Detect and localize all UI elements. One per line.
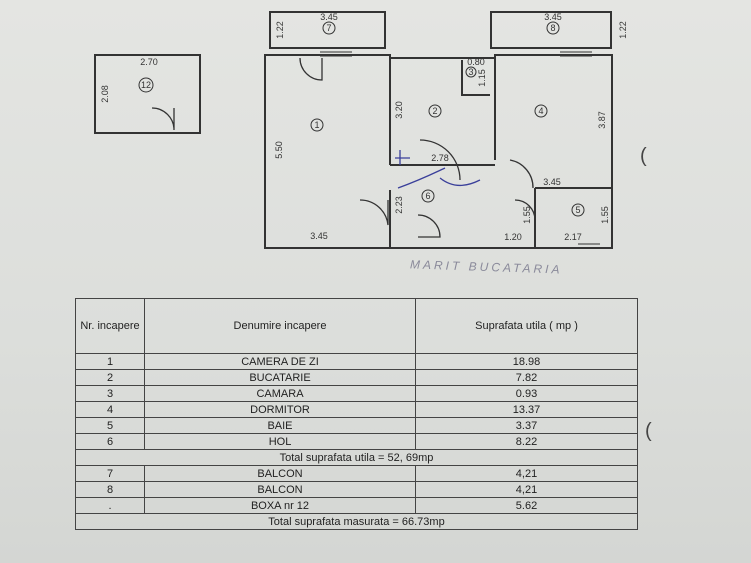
margin-mark: (	[640, 145, 647, 167]
dim-balcony8-height: 1.22	[618, 21, 628, 39]
cell-name: BAIE	[144, 417, 416, 434]
room-number-5: 5	[575, 205, 580, 215]
dim-room4-height: 3.87	[597, 111, 607, 129]
cell-name: CAMARA	[144, 385, 416, 402]
cell-area: 4,21	[415, 465, 638, 482]
margin-mark: (	[645, 420, 652, 442]
cell-nr: 7	[75, 465, 145, 482]
cell-name: BOXA nr 12	[144, 497, 416, 514]
header-area: Suprafata utila ( mp )	[415, 298, 638, 354]
total-measured: Total suprafata masurata = 66.73mp	[75, 513, 638, 530]
blue-scribble-2	[439, 177, 481, 187]
header-name: Denumire incapere	[144, 298, 416, 354]
door-kitchen	[419, 139, 461, 181]
cell-name: CAMERA DE ZI	[144, 353, 416, 370]
box-12-outline	[94, 54, 201, 134]
cell-area: 13.37	[415, 401, 638, 418]
table-header-row: Nr. incapere Denumire incapere Suprafata…	[75, 298, 638, 354]
cell-area: 8.22	[415, 433, 638, 450]
dim-room5-height-right: 1.55	[600, 206, 610, 224]
dim-balcony7-width: 3.45	[320, 12, 338, 22]
dim-hall-height: 2.23	[394, 196, 404, 214]
cell-nr: 2	[75, 369, 145, 386]
balcony-8-outline	[490, 11, 612, 49]
apartment-outline	[264, 54, 613, 249]
cell-nr: 5	[75, 417, 145, 434]
cell-name: DORMITOR	[144, 401, 416, 418]
cell-area: 3.37	[415, 417, 638, 434]
cell-area: 5.62	[415, 497, 638, 514]
dim-room3-height: 1.15	[477, 69, 487, 87]
header-nr: Nr. incapere	[75, 298, 145, 354]
cell-nr: 1	[75, 353, 145, 370]
cell-name: HOL	[144, 433, 416, 450]
room-number-3: 3	[468, 67, 473, 77]
dim-box12-width: 2.70	[140, 57, 158, 67]
room-number-4: 4	[538, 106, 543, 116]
blue-scribble-3	[395, 150, 410, 165]
cell-nr: .	[75, 497, 145, 514]
blue-scribble-1	[397, 167, 446, 189]
dim-balcony8-width: 3.45	[544, 12, 562, 22]
room-number-8: 8	[550, 23, 555, 33]
dim-hall-width: 1.20	[504, 232, 522, 242]
door-bath	[514, 199, 536, 221]
cell-nr: 4	[75, 401, 145, 418]
cell-name: BALCON	[144, 465, 416, 482]
cell-nr: 3	[75, 385, 145, 402]
dim-balcony7-height: 1.22	[275, 21, 285, 39]
total-useful: Total suprafata utila = 52, 69mp	[75, 449, 638, 466]
door-room1	[299, 57, 323, 81]
dim-room5-width-bottom: 2.17	[564, 232, 582, 242]
cell-area: 18.98	[415, 353, 638, 370]
door-hall-room1	[359, 199, 389, 226]
dim-room2-height: 3.20	[394, 101, 404, 119]
floor-plan: 1 2 3 4 5 6 7 8 12 3.45 5.50 3.45 1.22 3…	[94, 11, 628, 249]
dim-room2-width: 2.78	[431, 153, 449, 163]
dim-room5-width: 3.45	[543, 177, 561, 187]
cell-area: 0.93	[415, 385, 638, 402]
area-table: Nr. incapere Denumire incapere Suprafata…	[75, 298, 638, 530]
room-number-7: 7	[326, 23, 331, 33]
cell-name: BALCON	[144, 481, 416, 498]
room-number-2: 2	[432, 106, 437, 116]
cell-nr: 8	[75, 481, 145, 498]
room-number-1: 1	[314, 120, 319, 130]
dim-room1-width: 3.45	[310, 231, 328, 241]
cell-area: 4,21	[415, 481, 638, 498]
total-useful-row: Total suprafata utila = 52, 69mp	[75, 449, 638, 466]
cell-area: 7.82	[415, 369, 638, 386]
dim-room5-height-left: 1.55	[522, 206, 532, 224]
room-number-6: 6	[425, 191, 430, 201]
door-entrance	[417, 214, 441, 238]
dim-room3-width: 0.80	[467, 57, 485, 67]
dim-room1-height: 5.50	[274, 141, 284, 159]
door-room4	[509, 159, 534, 189]
pantry-wall	[461, 60, 490, 96]
room-number-12: 12	[141, 80, 151, 90]
cell-nr: 6	[75, 433, 145, 450]
cell-name: BUCATARIE	[144, 369, 416, 386]
dim-box12-height: 2.08	[100, 85, 110, 103]
total-measured-row: Total suprafata masurata = 66.73mp	[75, 513, 638, 530]
door-box12	[151, 107, 175, 131]
balcony-7-outline	[269, 11, 386, 49]
